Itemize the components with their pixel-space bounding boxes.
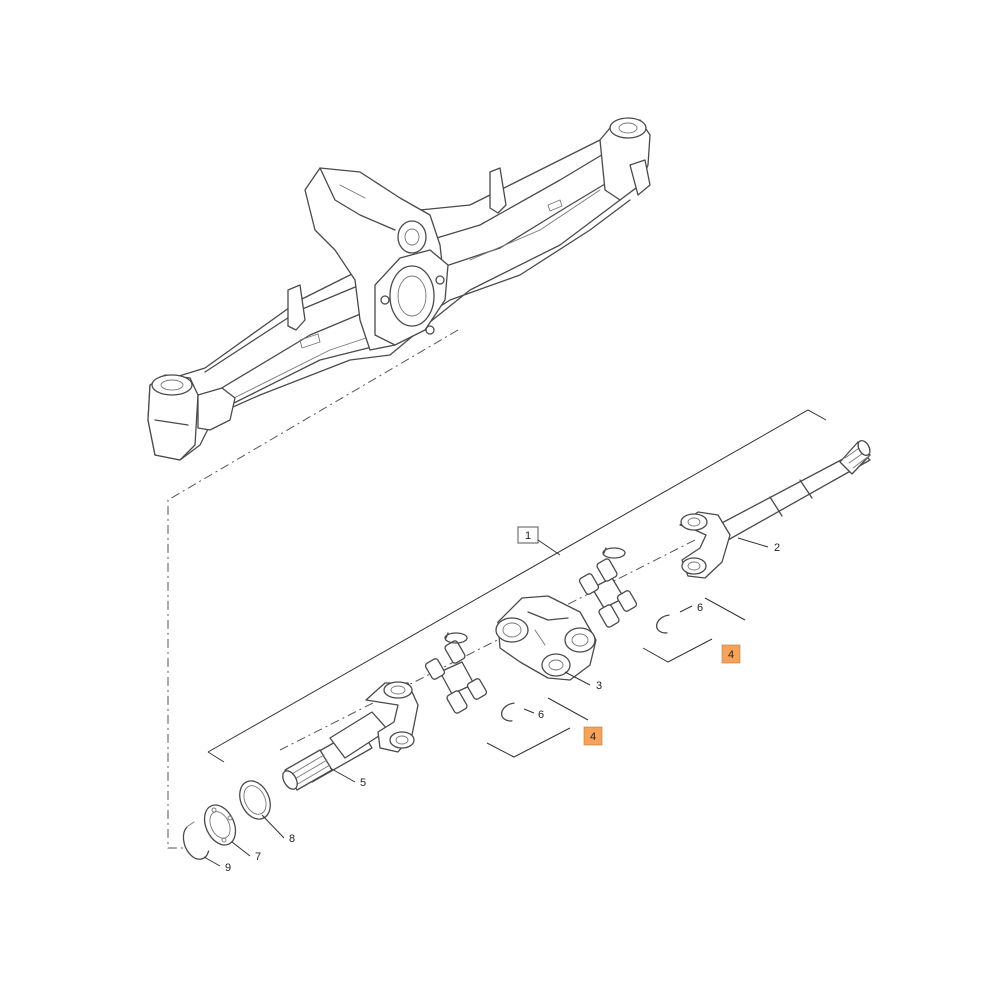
- svg-text:8: 8: [289, 833, 295, 845]
- svg-text:2: 2: [774, 542, 780, 554]
- svg-text:9: 9: [225, 862, 231, 874]
- callout-1: 1: [517, 526, 561, 556]
- callout-6-lower: 6: [523, 708, 544, 721]
- callout-3: 3: [564, 671, 602, 692]
- tab-washer-7: [203, 804, 237, 846]
- u-joint-cross-upper: [578, 547, 638, 628]
- svg-text:6: 6: [697, 602, 703, 614]
- svg-text:7: 7: [255, 851, 261, 863]
- u-joint-cross-lower: [424, 632, 488, 714]
- phantom-lines: [167, 329, 696, 849]
- callout-6-upper: 6: [679, 602, 703, 614]
- callout-7: 7: [231, 841, 261, 863]
- callout-5: 5: [329, 767, 366, 789]
- assembly-brackets: [207, 409, 827, 763]
- double-yoke-housing: [495, 595, 597, 681]
- callout-2: 2: [737, 537, 780, 554]
- axle-housing: [147, 117, 651, 461]
- callout-4-lower: 4: [583, 726, 603, 746]
- callout-4-upper: 4: [721, 644, 741, 664]
- svg-text:3: 3: [596, 680, 602, 692]
- inner-axle-shaft: [282, 681, 419, 791]
- retaining-ring-9: [182, 821, 210, 860]
- svg-text:6: 6: [538, 709, 544, 721]
- seal-ring-8: [239, 780, 271, 820]
- svg-text:4: 4: [728, 649, 734, 661]
- callout-8: 8: [261, 814, 295, 845]
- outer-axle-shaft: [679, 439, 871, 579]
- svg-text:1: 1: [525, 530, 531, 542]
- snap-rings: [500, 614, 670, 722]
- callout-9: 9: [203, 856, 231, 874]
- svg-text:5: 5: [360, 777, 366, 789]
- svg-text:4: 4: [590, 731, 596, 743]
